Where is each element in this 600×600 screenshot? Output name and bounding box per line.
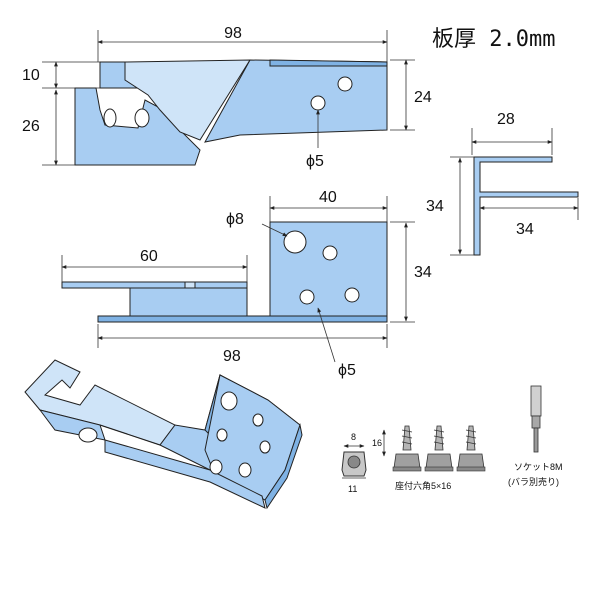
screw-caption: 座付六角5×16 xyxy=(395,480,451,491)
isometric-bracket xyxy=(24,359,303,510)
side-view: 40 ϕ8 60 34 98 ϕ5 xyxy=(61,189,432,379)
top-width-label: 98 xyxy=(224,25,242,42)
screw-length-label: 16 xyxy=(372,438,382,448)
screw-1 xyxy=(392,425,422,472)
side-small-hole-label: ϕ5 xyxy=(338,362,356,379)
angle-bottom-width-label: 34 xyxy=(516,221,534,238)
socket-bit: ソケット8M (バラ別売り) xyxy=(508,385,563,487)
angle-height-label: 34 xyxy=(426,198,444,215)
side-total-length-label: 98 xyxy=(223,348,241,365)
nut-height-label: 8 xyxy=(351,432,356,442)
socket-caption-line1: ソケット8M xyxy=(514,462,563,472)
screw-2 xyxy=(424,425,454,472)
top-view: 98 10 26 24 ϕ5 xyxy=(22,25,432,170)
thickness-title: 板厚 2.0mm xyxy=(432,27,555,52)
socket-caption-line2: (バラ別売り) xyxy=(508,476,559,487)
screw-3 xyxy=(456,425,486,472)
top-height-lower-label: 26 xyxy=(22,118,40,135)
side-plate-height-label: 34 xyxy=(414,264,432,281)
top-height-upper-label: 10 xyxy=(22,67,40,84)
top-hole-label: ϕ5 xyxy=(306,153,324,170)
hex-nut: 8 11 xyxy=(341,432,367,494)
side-big-hole-label: ϕ8 xyxy=(226,211,244,228)
side-plate-width-label: 40 xyxy=(319,189,337,206)
angle-top-width-label: 28 xyxy=(497,111,515,128)
top-right-height-label: 24 xyxy=(414,89,432,106)
nut-width-label: 11 xyxy=(348,484,357,494)
self-drilling-screws: 16 座付六角5×16 xyxy=(372,425,486,491)
angle-view: 28 34 34 xyxy=(426,111,579,256)
side-left-length-label: 60 xyxy=(140,248,158,265)
